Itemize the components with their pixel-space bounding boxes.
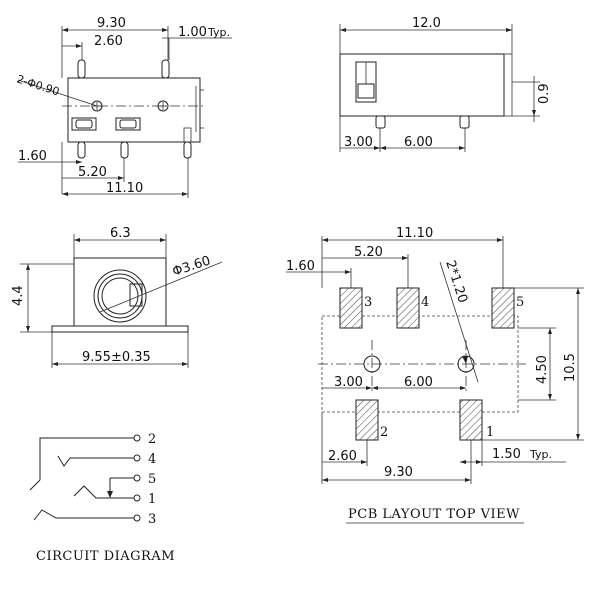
pad-offset-label: 2.60 [328,449,357,464]
hole-spacing-label: 6.00 [404,375,433,390]
side-width-label: 9.30 [97,16,126,31]
base-width-label: 9.55±0.35 [82,350,151,365]
hole-offset-label: 3.00 [334,375,363,390]
pad-2-number: 2 [380,425,388,440]
circuit-pin-2: 2 [148,432,156,447]
pad-2 [355,399,379,441]
pad-5 [491,287,515,329]
pcb-layout: 3 4 5 2 1 11.10 5.20 1.60 2*1.20 4.50 [286,226,584,524]
top-view-body [339,53,505,117]
pad-1 [459,399,483,441]
front-view-body [73,257,167,327]
pin-pitch-label: 5.20 [78,165,107,180]
pin-typ-label: 1.00 [178,25,207,40]
pad-3-number: 3 [364,295,372,310]
pcb-930-label: 9.30 [384,465,413,480]
pin-typ-suffix: Typ. [207,26,230,39]
side-view-body [67,77,201,143]
pcb-pitch-label: 5.20 [354,245,383,260]
pcb-hole-left [363,355,381,373]
pcb-caption: PCB LAYOUT TOP VIEW [348,507,520,522]
typ-label: 1.50 [492,447,521,462]
pad-5-number: 5 [516,295,524,310]
pad-3 [339,287,363,329]
circuit-diagram: 2 4 5 1 3 CIRCUIT DIAGRAM [29,432,175,564]
pad-4-number: 4 [421,295,429,310]
vertical-pitch-label: 4.50 [535,355,550,384]
circuit-caption: CIRCUIT DIAGRAM [36,549,175,564]
circuit-pin-3: 3 [148,512,156,527]
top-view: 12.0 0.9 3.00 6.00 [339,16,552,152]
circuit-pin-4: 4 [148,452,156,467]
typ-suffix: Typ. [529,448,552,461]
circuit-pin-1: 1 [148,492,156,507]
left-offset-label: 1.60 [18,149,47,164]
pcb-width-label: 11.10 [396,226,433,241]
offset-label: 3.00 [344,135,373,150]
total-width-label: 11.10 [106,181,143,196]
pad-1-number: 1 [486,425,494,440]
height-label: 0.9 [537,83,552,104]
front-height-label: 4.4 [11,285,26,306]
spacing-label: 6.00 [404,135,433,150]
circuit-pin-5: 5 [148,472,156,487]
side-pin-offset-label: 2.60 [94,34,123,49]
mount-hole-right [157,100,169,112]
side-view: 9.30 2.60 1.00 Typ. 2-Φ0.90 1.60 5.20 11… [15,16,232,198]
jack-opening-outer [93,269,147,323]
mount-hole-left [91,100,103,112]
front-view: 6.3 4.4 Φ3.60 9.55±0.35 [11,226,223,368]
opening-label: 6.3 [110,226,131,241]
pad-4 [396,287,420,329]
length-label: 12.0 [412,16,441,31]
pcb-left-offset-label: 1.60 [286,259,315,274]
diameter-label: Φ3.60 [171,253,213,279]
pcb-height-label: 10.5 [563,353,578,382]
hole-label: 2-Φ0.90 [15,72,61,98]
